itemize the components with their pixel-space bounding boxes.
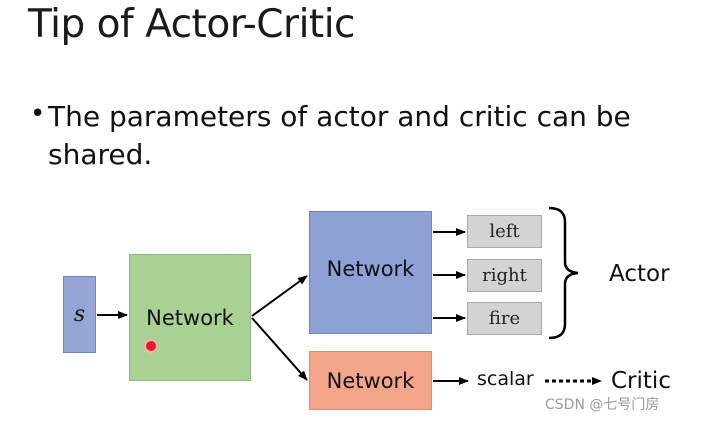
actor-label: Actor [609,261,670,287]
critic-network-label: Network [326,368,415,393]
shared-network-label: Network [146,305,234,330]
arrow-shared-to-critic [251,317,308,381]
action-left-box: left [467,215,542,248]
actor-network-box: Network [309,211,432,334]
state-label: s [73,302,86,327]
pointer-dot-icon [146,341,156,351]
arrow-shared-to-actor [251,275,308,317]
action-fire-box: fire [467,302,542,335]
critic-label: Critic [611,368,671,394]
actor-brace [548,206,579,340]
critic-network-box: Network [309,351,432,410]
watermark: CSDN @七号门房 [545,397,660,413]
action-right-box: right [467,259,542,292]
shared-network-box: Network [129,254,251,381]
bullet-marker: • [30,99,46,129]
scalar-label: scalar [477,368,534,390]
state-box: s [63,276,96,353]
bullet-text: The parameters of actor and critic can b… [48,100,631,171]
actor-network-label: Network [326,256,415,281]
slide-title: Tip of Actor-Critic [28,2,355,47]
